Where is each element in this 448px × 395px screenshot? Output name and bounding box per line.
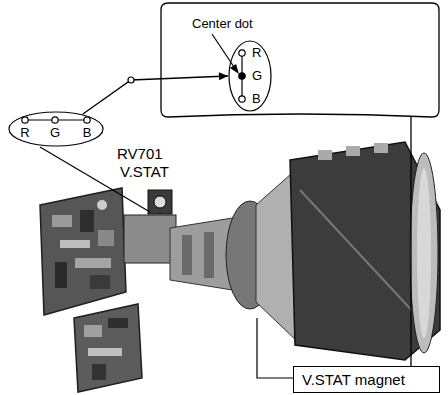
bend-dot — [128, 77, 134, 83]
node-box: V.STAT magnet — [293, 366, 440, 393]
illustration-part — [98, 230, 114, 246]
node-text: R — [252, 46, 261, 59]
illustration-part — [60, 240, 90, 248]
connector-line — [410, 116, 411, 366]
beam-dot — [84, 117, 90, 123]
beam-dot — [22, 117, 28, 123]
part-label: RV701 — [117, 146, 163, 161]
crt-housing — [290, 142, 440, 360]
node-text: V.STAT magnet — [302, 372, 405, 387]
node-text: B — [83, 126, 92, 139]
oval-outline — [9, 112, 103, 146]
illustration-part — [92, 364, 106, 380]
illustration-part — [318, 150, 332, 160]
illustration-part — [204, 232, 214, 278]
illustration-part — [154, 196, 166, 208]
illustration-part — [88, 348, 122, 356]
illustration-part — [374, 143, 388, 153]
illustration-part — [346, 146, 360, 156]
node-text: R — [20, 126, 29, 139]
illustration-part — [90, 275, 110, 289]
node-screen: Center dotRGB — [160, 2, 440, 118]
illustration-part — [80, 210, 94, 232]
illustration-part — [74, 304, 142, 392]
beam-dot — [239, 50, 245, 56]
illustration-part — [108, 318, 128, 328]
screen-outline — [161, 3, 439, 117]
illustration-part — [182, 235, 192, 275]
lower-pcb — [74, 304, 142, 392]
illustration-part — [148, 190, 172, 214]
beam-dot — [239, 73, 245, 79]
illustration-part — [410, 153, 438, 353]
node-text: G — [50, 126, 60, 139]
beam-dot — [239, 96, 245, 102]
illustration-part — [212, 34, 236, 70]
illustration-part — [97, 200, 107, 210]
node-hoval: RGB — [8, 111, 104, 147]
crt-neck-and-yoke — [170, 166, 300, 344]
node-voval: RGB — [228, 40, 272, 112]
node-text: Center dot — [192, 17, 253, 30]
node-text: G — [252, 69, 262, 82]
part-label: V.STAT — [120, 164, 169, 179]
illustration-part — [257, 318, 293, 378]
illustration-part — [230, 64, 239, 74]
illustration-part — [124, 215, 176, 263]
connector-line — [83, 76, 228, 114]
illustration-part — [52, 215, 72, 227]
illustration-part — [84, 325, 102, 337]
node-outline — [228, 40, 272, 112]
arrow-head — [219, 72, 228, 80]
illustration-part — [55, 262, 67, 288]
illustration-part — [290, 142, 440, 360]
illustration-part — [417, 168, 431, 338]
oval-outline — [229, 41, 271, 111]
illustration-part — [75, 258, 111, 268]
illustration-part — [40, 188, 126, 315]
node-text: B — [252, 92, 261, 105]
beam-dot — [52, 117, 58, 123]
upper-pcb — [40, 188, 126, 315]
leader-lines — [40, 34, 293, 378]
